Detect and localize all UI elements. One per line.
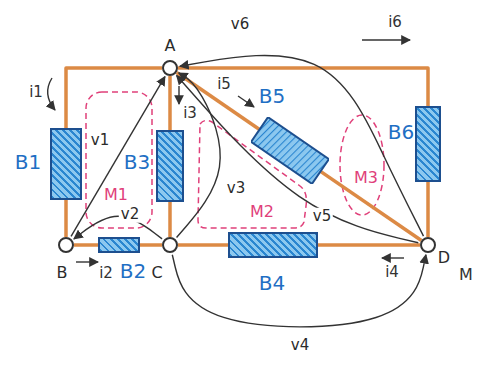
voltage-label: v2 [119,206,141,223]
wire [426,182,430,237]
element-name: B3 [124,151,150,173]
voltage-label: v3 [225,180,247,197]
junction-node: C [162,237,178,253]
voltage-label: v1 [89,132,111,149]
node-name: B [57,264,68,282]
branch-element: B4 [228,232,318,258]
current-label: i2 [99,265,113,282]
node-name: A [165,37,176,55]
element-name: B2 [120,260,146,282]
current-label: i5 [217,76,231,93]
voltage-label: v5 [311,208,333,225]
element-name: B5 [259,85,285,107]
wire [74,243,98,247]
junction-node: A [162,60,178,76]
voltage-arrow [177,75,419,242]
current-arrow [48,78,55,110]
branch-element: B2 [98,237,140,253]
current-label: i3 [183,105,197,122]
mesh-label: M3 [354,169,378,187]
branch-outline [251,117,329,184]
current-arrow [238,96,254,107]
junction-node: D [420,237,436,253]
element-name: B4 [259,272,285,294]
element-name: B6 [388,121,414,143]
voltage-label: v4 [289,337,311,354]
node-name: C [151,264,162,282]
branch-element: B6 [415,106,441,182]
branch-element: B5 [251,117,329,184]
current-label: i4 [385,264,399,281]
wire [318,243,420,247]
current-label: i1 [29,84,43,101]
current-arrow [382,257,404,258]
wire [66,68,162,128]
branch-element: B3 [156,130,184,202]
wire [178,68,428,106]
current-arrow [178,86,179,104]
voltage-arrow [172,255,426,327]
wire [178,243,228,247]
voltage-label: v6 [229,16,251,33]
element-name: B1 [15,151,41,173]
branch-element: B1 [50,128,82,200]
current-label: i6 [388,14,402,31]
mesh-loop [86,92,152,228]
current-arrow [76,261,98,262]
voltage-arrow [71,77,165,237]
wire [64,200,68,237]
reference-label: M [459,266,473,284]
mesh-label: M1 [104,186,128,204]
junction-node: B [58,237,74,253]
wire [168,202,172,237]
wire [168,76,172,130]
mesh-label: M2 [250,203,274,221]
current-arrow [362,39,410,40]
branch-shape [251,117,329,184]
voltage-arrow [180,55,424,236]
node-name: D [438,249,450,267]
wire [140,243,162,247]
